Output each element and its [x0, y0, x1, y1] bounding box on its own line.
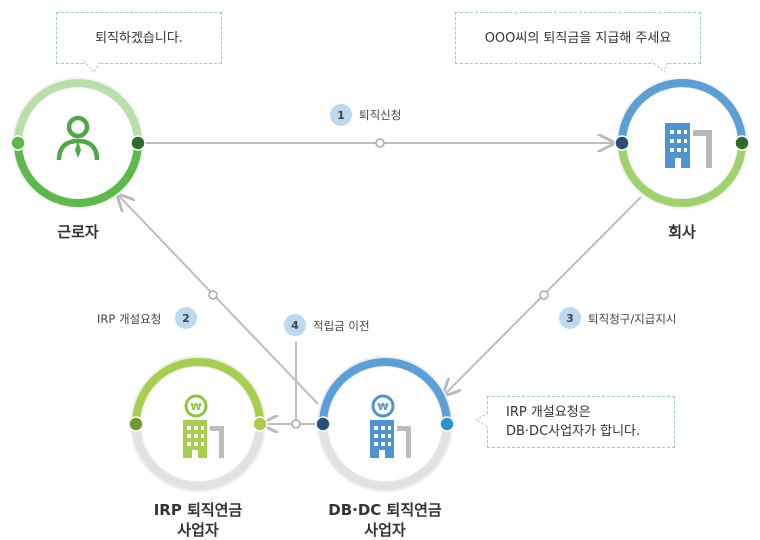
irp-label-line-1: IRP 퇴직연금	[153, 501, 243, 519]
building-icon	[665, 123, 712, 168]
won-coin-building-icon: ₩	[183, 394, 224, 458]
dbdc-label-line-1: DB·DC 퇴직연금	[328, 501, 442, 519]
company-node	[614, 77, 750, 209]
svg-text:3: 3	[566, 312, 574, 325]
dbdc-speech-line-1: IRP 개설요청은	[506, 405, 591, 420]
svg-text:₩: ₩	[377, 402, 388, 413]
dbdc-speech-line-2: DB·DC사업자가 합니다.	[506, 424, 641, 439]
irp-label-line-2: 사업자	[177, 521, 219, 539]
worker-label: 근로자	[57, 223, 99, 241]
dbdc-speech-bubble: IRP 개설요청은 DB·DC사업자가 합니다.	[487, 396, 675, 448]
irp-node: ₩	[128, 356, 268, 492]
step-badge-4: 4	[284, 314, 306, 336]
won-coin-building-icon: ₩	[370, 394, 411, 458]
svg-text:₩: ₩	[190, 402, 201, 413]
step-badge-3: 3	[559, 307, 581, 329]
step-label-2: IRP 개설요청	[97, 312, 162, 326]
svg-text:2: 2	[182, 312, 190, 325]
dbdc-node: ₩	[315, 356, 455, 492]
company-speech-bubble: OOO씨의 퇴직금을 지급해 주세요	[455, 12, 701, 64]
irp-label: IRP 퇴직연금 사업자	[128, 500, 268, 540]
dbdc-label: DB·DC 퇴직연금 사업자	[305, 500, 465, 540]
worker-speech-text: 퇴직하겠습니다.	[95, 30, 183, 46]
company-speech-text: OOO씨의 퇴직금을 지급해 주세요	[484, 30, 672, 46]
dbdc-label-line-2: 사업자	[364, 521, 406, 539]
worker-speech-bubble: 퇴직하겠습니다.	[56, 12, 222, 64]
svg-text:4: 4	[291, 319, 299, 332]
step-label-1: 퇴직신청	[359, 108, 402, 122]
svg-text:1: 1	[337, 109, 345, 122]
step-badge-2: 2	[175, 307, 197, 329]
worker-node	[10, 77, 146, 209]
company-label: 회사	[668, 223, 696, 241]
connector-step-2	[119, 196, 319, 405]
step-label-3: 퇴직청구/지급지시	[588, 312, 677, 326]
person-icon	[56, 115, 100, 161]
step-badge-1: 1	[330, 104, 352, 126]
step-label-4: 적립금 이전	[313, 319, 370, 333]
